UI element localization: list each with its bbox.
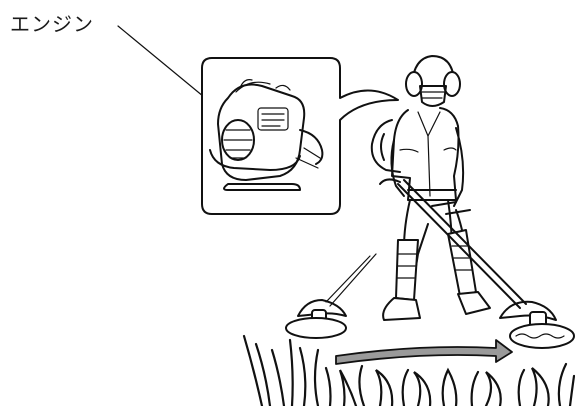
- previous-position-icon: [286, 254, 376, 338]
- motion-arrow: [336, 340, 512, 364]
- engine-label: エンジン: [10, 8, 94, 37]
- operator-figure: [383, 56, 490, 320]
